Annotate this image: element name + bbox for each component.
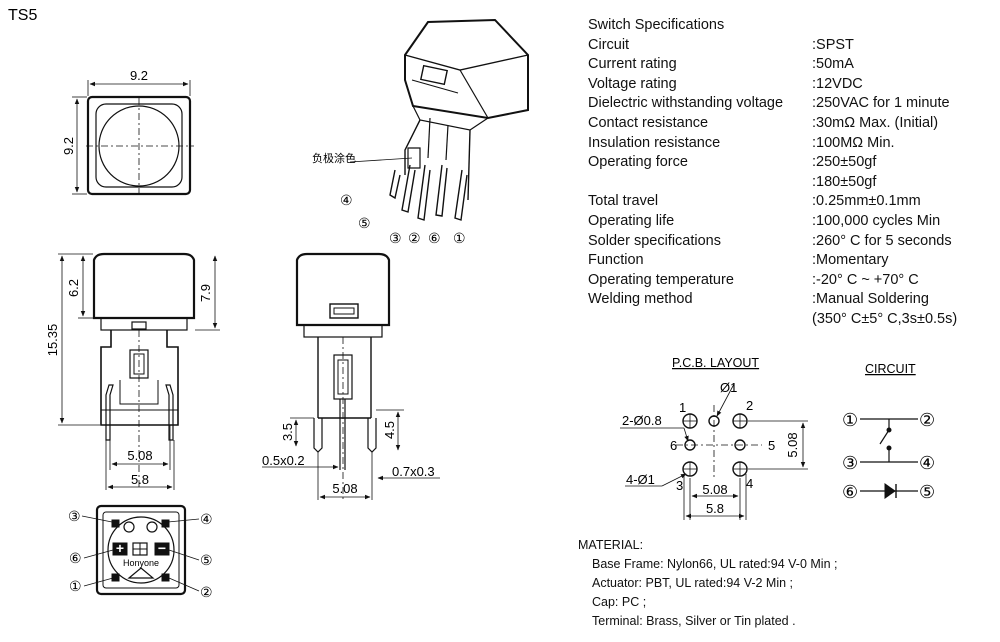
minus-mark: − <box>158 540 166 556</box>
spec-label <box>588 173 783 193</box>
circuit-pin-6: ⑥ <box>842 482 858 502</box>
spec-value: :Manual Soldering <box>812 291 929 308</box>
dim-side-pin2: 4.5 <box>382 421 397 439</box>
bottom-pin-1: ① <box>69 578 82 594</box>
circuit-pin-1: ① <box>842 410 858 430</box>
bottom-pin-5: ⑤ <box>200 552 213 568</box>
circuit-title: CIRCUIT <box>865 362 916 376</box>
spec-value: :0.25mm±0.1mm <box>812 193 921 210</box>
pcb-dim-width: 5.8 <box>706 501 724 516</box>
spec-label: Welding method <box>588 291 693 308</box>
bottom-pin-6: ⑥ <box>69 550 82 566</box>
material-line: Base Frame: Nylon66, UL rated:94 V-0 Min… <box>592 557 838 571</box>
spec-values: :SPST :50mA :12VDC :250VAC for 1 minute … <box>812 16 957 330</box>
spec-value: (350° C±5° C,3s±0.5s) <box>812 310 958 327</box>
spec-value: :260° C for 5 seconds <box>812 232 952 249</box>
iso-pin-4: ④ <box>340 192 353 208</box>
pcb-pin-2: 2 <box>746 398 753 413</box>
spec-value: :50mA <box>812 56 854 73</box>
spec-label: Operating temperature <box>588 271 734 288</box>
dim-width: 5.8 <box>131 472 149 487</box>
material-title: MATERIAL: <box>578 538 644 552</box>
spec-value: :SPST <box>812 36 854 53</box>
circuit-pin-5: ⑤ <box>919 482 935 502</box>
pcb-title: P.C.B. LAYOUT <box>672 356 759 370</box>
spec-value: :250VAC for 1 minute <box>812 95 950 112</box>
dim-pin-b: 0.7x0.3 <box>392 464 435 479</box>
dim-top-height: 9.2 <box>61 137 76 155</box>
top-view <box>72 80 194 196</box>
plus-mark: + <box>116 540 124 556</box>
iso-pin-1: ① <box>453 230 466 246</box>
isometric-view <box>349 18 529 221</box>
dim-side-pitch: 5.08 <box>332 481 357 496</box>
spec-value: :30mΩ Max. (Initial) <box>812 114 939 131</box>
material-line: Terminal: Brass, Silver or Tin plated . <box>592 614 796 628</box>
pcb-pin-6: 6 <box>670 438 677 453</box>
spec-label: Circuit <box>588 36 630 53</box>
side-view <box>262 252 440 500</box>
iso-pin-5: ⑤ <box>358 215 371 231</box>
bottom-pin-2: ② <box>200 584 213 600</box>
material-line: Actuator: PBT, UL rated:94 V-2 Min ; <box>592 576 794 590</box>
pcb-dim-pitch: 5.08 <box>702 482 727 497</box>
circuit-pin-3: ③ <box>842 453 858 473</box>
spec-value: :250±50gf <box>812 154 877 171</box>
pcb-pin-5: 5 <box>768 438 775 453</box>
pcb-pin-3: 3 <box>676 478 683 493</box>
dim-top-width: 9.2 <box>130 68 148 83</box>
iso-pin-2: ② <box>408 230 421 246</box>
spec-label: Contact resistance <box>588 114 709 131</box>
spec-value: :100MΩ Min. <box>812 134 895 151</box>
spec-value: :180±50gf <box>812 173 877 190</box>
material-line: Cap: PC ; <box>592 595 647 609</box>
bottom-pin-4: ④ <box>200 511 213 527</box>
dim-pin-a: 0.5x0.2 <box>262 453 305 468</box>
brand-text: Honyone <box>123 558 159 568</box>
spec-value: :12VDC <box>812 75 863 92</box>
spec-label: Dielectric withstanding voltage <box>588 95 784 112</box>
spec-label: Insulation resistance <box>588 134 721 151</box>
front-view <box>58 252 220 490</box>
bottom-pin-3: ③ <box>68 508 81 524</box>
spec-value: :Momentary <box>812 252 889 269</box>
spec-value: :-20° C ~ +70° C <box>812 271 919 288</box>
spec-label: Solder specifications <box>588 232 721 249</box>
spec-value: :100,000 cycles Min <box>812 212 941 229</box>
iso-note: 负极涂色 <box>312 151 356 165</box>
part-code: TS5 <box>8 7 37 24</box>
spec-label: Voltage rating <box>588 75 677 92</box>
dim-side-pin: 3.5 <box>280 423 295 441</box>
iso-pin-3: ③ <box>389 230 402 246</box>
spec-labels: Switch Specifications Circuit Current ra… <box>588 16 783 310</box>
pcb-layout <box>620 383 808 520</box>
dim-total-height: 15.35 <box>45 324 60 357</box>
dim-pitch: 5.08 <box>127 448 152 463</box>
circuit-pin-2: ② <box>919 410 935 430</box>
pcb-pin-4: 4 <box>746 476 753 491</box>
circuit-pin-4: ④ <box>919 453 935 473</box>
pcb-d4: 4-Ø1 <box>626 472 655 487</box>
iso-pin-6: ⑥ <box>428 230 441 246</box>
pcb-pin-1: 1 <box>679 400 686 415</box>
pcb-d1: Ø1 <box>720 380 737 395</box>
spec-label: Function <box>588 252 644 269</box>
dim-body-height: 7.9 <box>198 284 213 302</box>
spec-label: Operating life <box>588 212 675 229</box>
spec-title: Switch Specifications <box>588 17 725 33</box>
spec-label: Current rating <box>588 56 677 73</box>
spec-label: Operating force <box>588 154 688 171</box>
dim-cap-height: 6.2 <box>66 279 81 297</box>
circuit-diagram <box>860 418 918 499</box>
pcb-dim-height: 5.08 <box>785 432 800 457</box>
pcb-d08: 2-Ø0.8 <box>622 413 662 428</box>
spec-label: Total travel <box>588 193 659 210</box>
bottom-view <box>81 504 200 596</box>
